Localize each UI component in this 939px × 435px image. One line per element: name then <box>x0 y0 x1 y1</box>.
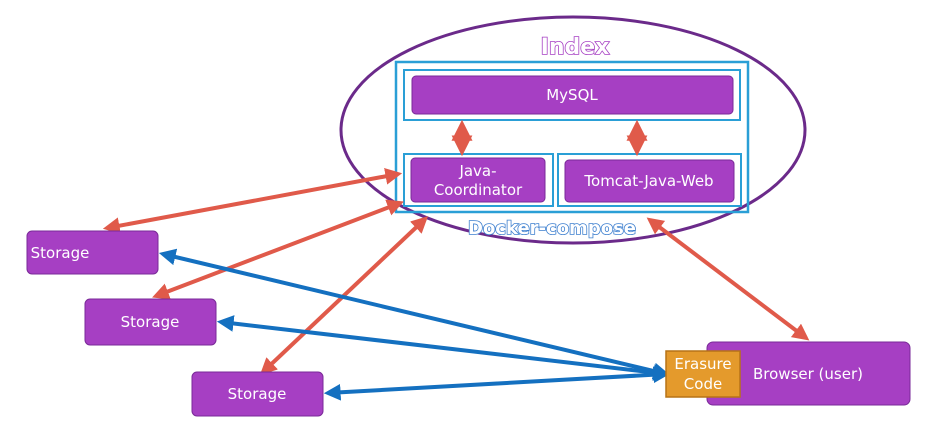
storage-node-2 <box>84 298 217 346</box>
arrow-docker-browser <box>646 217 810 341</box>
storage-node-2-label: Storage <box>121 313 180 331</box>
coordinator-frame <box>403 153 554 207</box>
tomcat-label: Tomcat-Java-Web <box>583 172 713 190</box>
coordinator-box <box>410 157 546 203</box>
mysql-frame <box>403 69 741 121</box>
arrow-erasure-storage1 <box>158 248 671 380</box>
storage-node-3-label: Storage <box>228 385 287 403</box>
tomcat-frame <box>557 153 742 207</box>
tomcat-box <box>564 159 735 203</box>
index-title: Index <box>541 35 610 60</box>
erasure-code-label-line2: Code <box>684 375 722 393</box>
docker-compose-box <box>394 60 750 214</box>
arrow-erasure-storage3 <box>323 366 671 401</box>
coordinator-label-line1: Java- <box>458 162 496 180</box>
docker-compose-label: Docker-compose <box>468 218 636 239</box>
storage-node-1 <box>26 230 159 275</box>
browser-label: Browser (user) <box>753 365 863 383</box>
storage-node-1-label: Storage <box>31 244 90 262</box>
erasure-code-label-line1: Erasure <box>674 355 731 373</box>
arrow-erasure-storage2 <box>216 315 671 381</box>
mysql-label: MySQL <box>546 86 598 104</box>
mysql-box <box>411 75 734 115</box>
storage-node-3 <box>191 371 324 417</box>
coordinator-label-line2: Coordinator <box>434 181 523 199</box>
erasure-code-box <box>665 350 741 398</box>
